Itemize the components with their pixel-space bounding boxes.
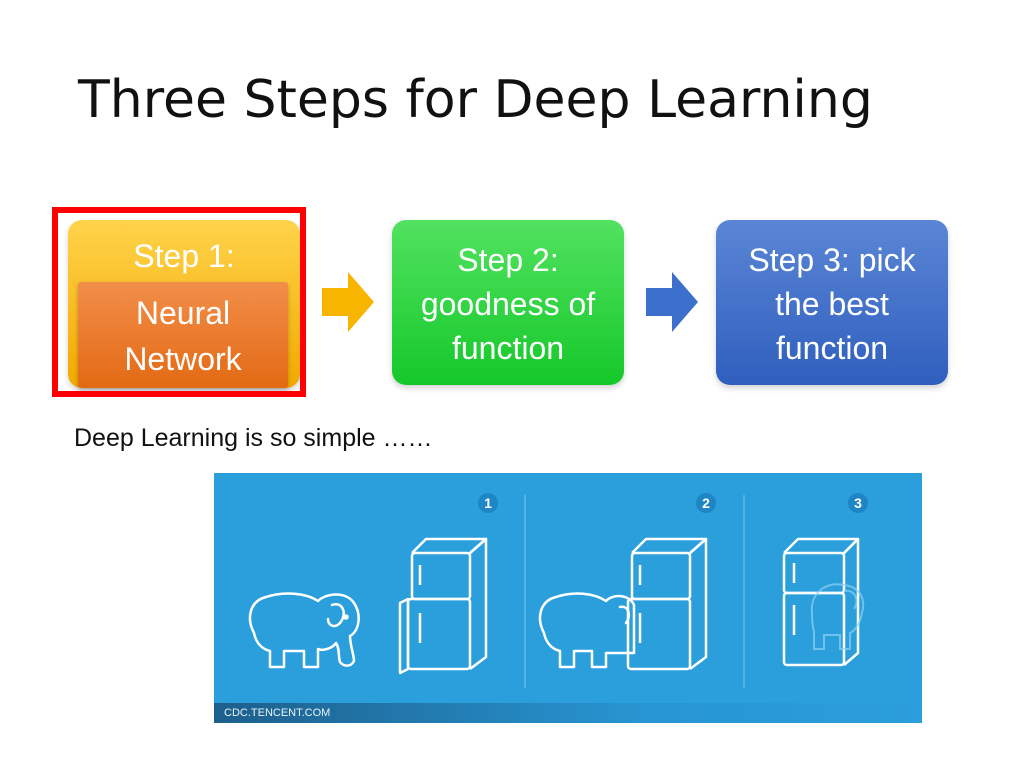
step2-line2: goodness of (420, 286, 596, 322)
slide-subtitle: Deep Learning is so simple …… (74, 424, 433, 452)
refrigerator-icon (398, 537, 488, 675)
step1-highlight-frame (52, 207, 306, 397)
step3-line2: the best (775, 286, 889, 322)
elephant-icon (248, 592, 360, 669)
step1-inner-line1: Neural (135, 295, 231, 331)
elephant-fridge-illustration: 1 2 3 (214, 473, 922, 723)
elephant-icon (538, 592, 636, 669)
arrow-right-icon (322, 272, 374, 332)
step2-line3: function (451, 330, 565, 366)
badge-1-icon: 1 (478, 493, 498, 513)
step3-box: Step 3: pick the best function (716, 220, 948, 385)
image-credit: CDC.TENCENT.COM (214, 703, 922, 723)
step1-label: Step 1: (133, 238, 235, 274)
slide-title: Three Steps for Deep Learning (78, 70, 873, 130)
badge-2-icon: 2 (696, 493, 716, 513)
badge-2-label: 2 (702, 495, 710, 511)
step3-line3: function (775, 330, 889, 366)
step2-box: Step 2: goodness of function (392, 220, 624, 385)
step2-line1: Step 2: (457, 242, 559, 278)
step1-box: Step 1: Neural Network (68, 220, 300, 388)
badge-3-icon: 3 (848, 493, 868, 513)
arrow-right-icon (646, 272, 698, 332)
refrigerator-icon (782, 537, 860, 667)
step3-line1: Step 3: pick (748, 242, 916, 278)
elephant-silhouette-icon (810, 583, 865, 650)
badge-3-label: 3 (854, 495, 862, 511)
badge-1-label: 1 (484, 495, 492, 511)
refrigerator-icon (626, 537, 708, 671)
neural-network-box: Neural Network (78, 282, 288, 388)
step1-inner-line2: Network (124, 341, 242, 377)
